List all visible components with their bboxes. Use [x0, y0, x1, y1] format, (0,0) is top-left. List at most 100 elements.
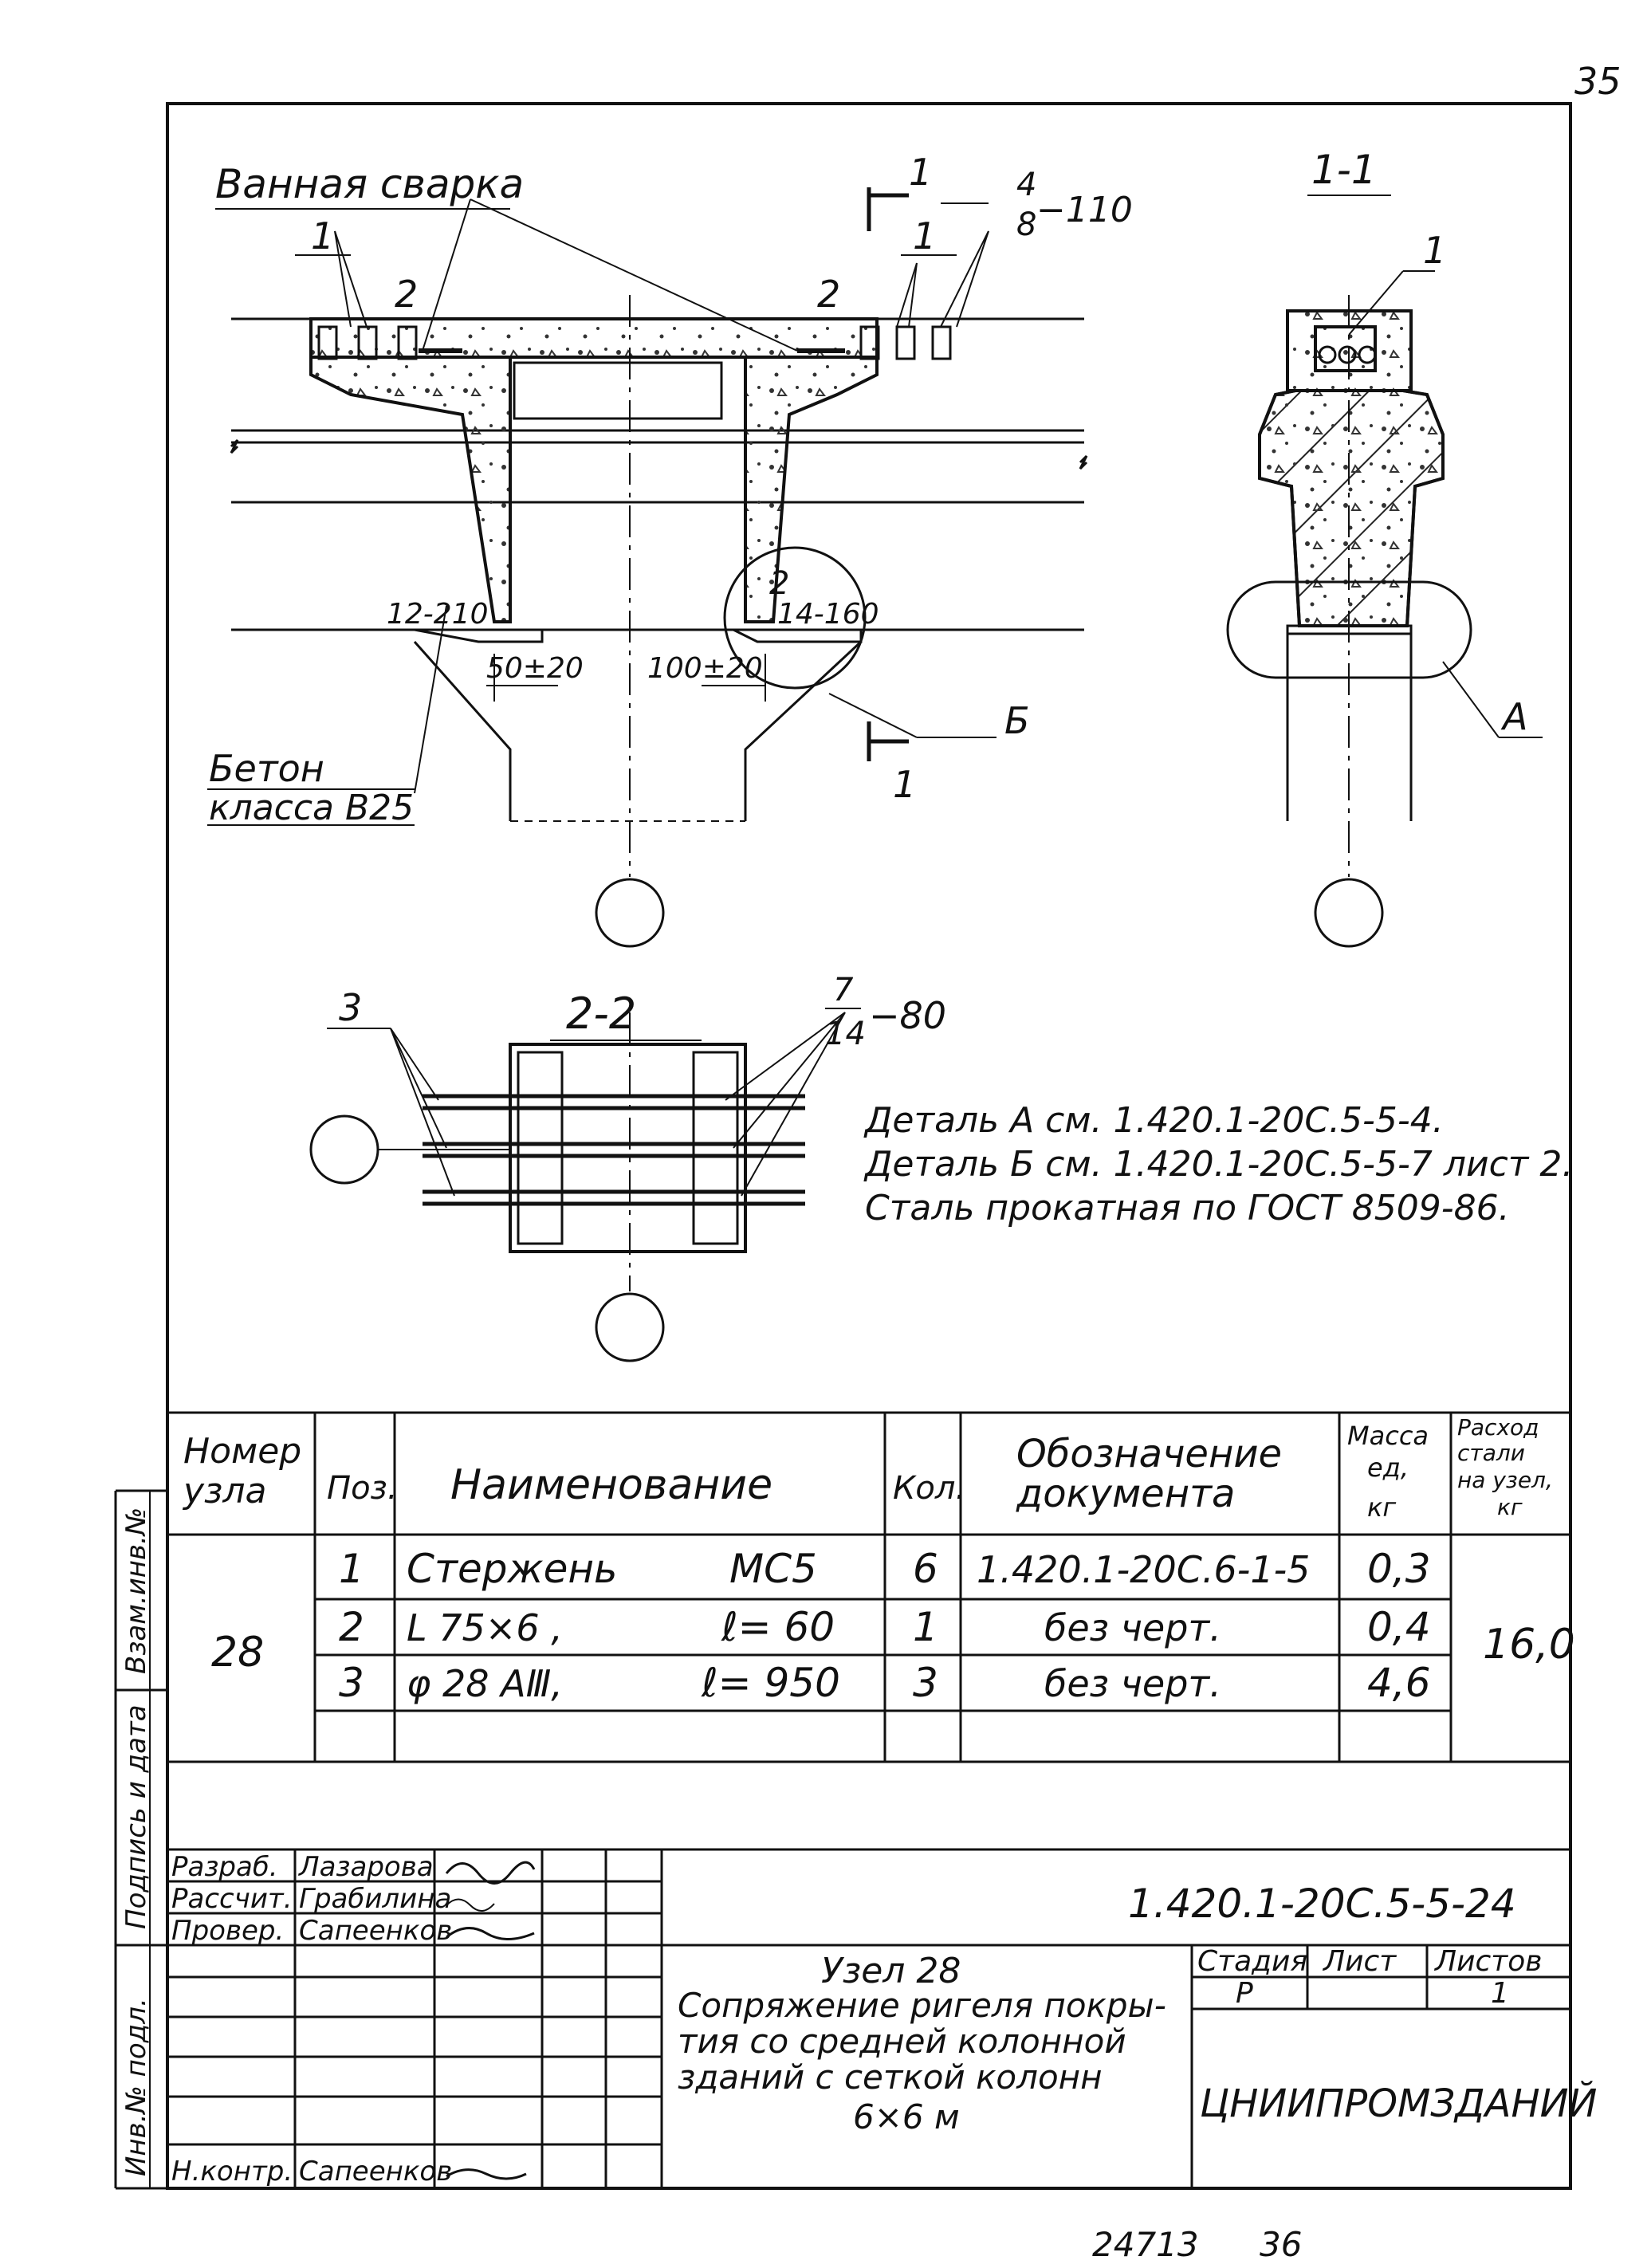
tb-sheets-label: Листов — [1433, 1945, 1542, 1978]
page-number: 35 — [1574, 60, 1622, 103]
tb-sheet-label: Лист — [1322, 1945, 1397, 1978]
stamp-inv-podl: Инв.№ подл. — [120, 1998, 152, 2176]
cell-pos: 3 — [339, 1660, 364, 1706]
label-pos-1-left: 1 — [311, 214, 334, 257]
cell-name: φ 28 АⅢ, — [407, 1662, 563, 1705]
label-weld-12-210: 12-210 — [387, 598, 489, 631]
label-detail-b: Б — [1004, 699, 1030, 742]
stamp-vzam: Взам.инв.№ — [120, 1507, 152, 1674]
tb-title-4: 6×6 м — [853, 2097, 960, 2136]
hdr-mass-3: кг — [1367, 1492, 1396, 1523]
cell-name: L 75×6 , — [407, 1606, 563, 1649]
spec-table — [167, 1411, 1570, 1763]
cell-qty: 3 — [913, 1660, 938, 1706]
hdr-pos: Поз. — [327, 1470, 398, 1507]
tb-sheets: 1 — [1491, 1977, 1509, 2010]
tb-title-2: тия со средней колонной — [678, 2022, 1126, 2061]
label-pos-2-right: 2 — [817, 273, 840, 316]
cell-name: Стержень — [407, 1546, 618, 1592]
label-pos-14: 14 — [825, 1016, 866, 1052]
tb-role-1: Рассчит. — [171, 1883, 293, 1915]
main-elevation — [207, 187, 1088, 948]
hdr-node-2: узла — [182, 1471, 267, 1511]
table-row: 2 L 75×6 , ℓ= 60 1 без черт. 0,4 — [339, 1604, 1431, 1650]
hdr-mass-1: Масса — [1347, 1421, 1429, 1451]
section-mark-bottom: 1 — [893, 763, 916, 806]
hdr-doc-1: Обозначение — [1016, 1432, 1282, 1476]
section-22-title: 2-2 — [566, 989, 636, 1039]
label-pos-7: 7 — [833, 972, 854, 1008]
footer-page: 36 — [1260, 2225, 1302, 2264]
dim-100: 100±20 — [647, 652, 763, 685]
signature-4 — [446, 2168, 527, 2180]
label-pos-1-section: 1 — [1423, 229, 1446, 272]
label-concrete-1: Бетон — [209, 747, 324, 790]
title-block — [167, 1848, 1570, 2188]
tb-title-0: Узел 28 — [821, 1951, 961, 1991]
cell-doc: без черт. — [1044, 1606, 1221, 1649]
tb-title-1: Сопряжение ригеля покры- — [678, 1986, 1166, 2025]
section-2-2-labels: 2-2 3 7 14 −80 — [339, 972, 946, 1052]
section-2-2 — [309, 1008, 861, 1362]
tb-name-2: Сапеенков — [299, 1915, 452, 1947]
hdr-cons-1: Расход — [1457, 1414, 1539, 1441]
tb-name-7: Сапеенков — [299, 2156, 452, 2187]
tb-title-3: зданий с сеткой колонн — [678, 2058, 1103, 2097]
cell-node: 28 — [211, 1629, 264, 1676]
tb-name-0: Лазарова — [297, 1851, 434, 1883]
section-1-1 — [1226, 195, 1543, 948]
tb-org: ЦНИИПРОМЗДАНИЙ — [1200, 2081, 1597, 2126]
hdr-cons-4: кг — [1497, 1494, 1523, 1520]
signature-2 — [446, 1898, 495, 1912]
cell-qty: 1 — [913, 1604, 938, 1650]
stamp-podpis: Подпись и дата — [120, 1704, 152, 1929]
cell-mass: 0,4 — [1367, 1604, 1431, 1650]
cell-param: ℓ= 950 — [701, 1660, 840, 1706]
side-stamp: Инв.№ подл. Подпись и дата Взам.инв.№ — [114, 1489, 167, 2190]
tb-code: 1.420.1-20С.5-5-24 — [1128, 1881, 1516, 1927]
tb-stage-label: Стадия — [1197, 1945, 1307, 1978]
cell-mass: 4,6 — [1367, 1660, 1431, 1706]
footer-archive: 24713 — [1092, 2225, 1199, 2264]
cell-qty: 6 — [913, 1546, 938, 1592]
section-1-1-labels: 1-1 1 А — [1311, 147, 1527, 738]
label-weld-80: −80 — [869, 994, 946, 1037]
tb-stage: Р — [1236, 1977, 1253, 2010]
cell-doc: без черт. — [1044, 1662, 1221, 1705]
cell-doc: 1.420.1-20С.6-1-5 — [977, 1548, 1310, 1591]
cell-param: МС5 — [729, 1546, 817, 1592]
cell-pos: 1 — [339, 1546, 364, 1592]
cell-param: ℓ= 60 — [721, 1604, 835, 1650]
signature-3 — [446, 1927, 535, 1940]
label-welding: Ванная сварка — [215, 161, 524, 207]
label-pos-3: 3 — [339, 986, 362, 1029]
section-11-title: 1-1 — [1311, 147, 1377, 193]
tb-role-2: Провер. — [171, 1915, 284, 1947]
hdr-cons-3: на узел, — [1457, 1467, 1553, 1493]
tb-role-0: Разраб. — [171, 1851, 278, 1883]
hdr-mass-2: ед, — [1367, 1452, 1409, 1483]
hdr-name: Наименование — [450, 1461, 772, 1509]
label-pos-4: 4 — [1016, 167, 1036, 203]
tb-name-1: Грабилина — [299, 1883, 451, 1915]
note-3: Сталь прокатная по ГОСТ 8509-86. — [865, 1188, 1510, 1228]
label-weld-110: −110 — [1036, 190, 1133, 230]
section-mark-top: 1 — [909, 151, 932, 194]
cell-mass: 0,3 — [1367, 1546, 1431, 1592]
hdr-doc-2: документа — [1016, 1472, 1235, 1516]
label-pos-2-detail: 2 — [769, 565, 789, 602]
label-pos-1-right: 1 — [913, 214, 936, 257]
spec-table-body: 28 16,0 1 Стержень МС5 6 1.420.1-20С.6-1… — [211, 1546, 1575, 1706]
hdr-cons-2: стали — [1457, 1440, 1525, 1466]
label-pos-2-left: 2 — [395, 273, 418, 316]
spec-table-headers: Номер узла Поз. Наименование Кол. Обозна… — [182, 1414, 1553, 1523]
note-1: Деталь А см. 1.420.1-20С.5-5-4. — [863, 1100, 1444, 1141]
hdr-node-1: Номер — [183, 1431, 301, 1472]
cell-pos: 2 — [339, 1604, 364, 1650]
label-weld-14-160: 14-160 — [777, 598, 879, 631]
table-row: 3 φ 28 АⅢ, ℓ= 950 3 без черт. 4,6 — [339, 1660, 1431, 1706]
cell-total: 16,0 — [1483, 1621, 1575, 1669]
label-detail-a: А — [1500, 695, 1527, 738]
sheet-frame — [166, 102, 1572, 2190]
